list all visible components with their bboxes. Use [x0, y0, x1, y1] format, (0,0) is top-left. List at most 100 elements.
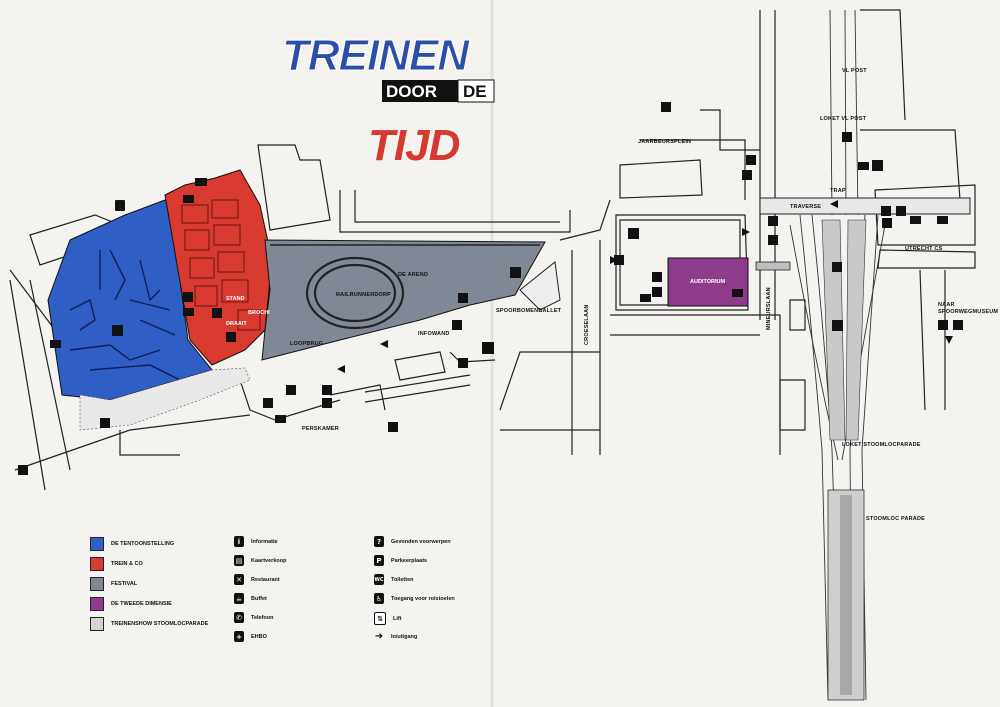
ticket-icon: ▤ [234, 555, 244, 566]
label-mineurslaan: MINEURSLAAN [766, 287, 772, 330]
zone-tentoonstelling-detail [69, 249, 181, 381]
first-aid-icon [322, 398, 332, 408]
zone-trein-co-detail [181, 199, 261, 331]
spoorbomenballet-area [519, 261, 561, 311]
wc-icon [195, 178, 207, 186]
label-brochi: BROCHI [248, 310, 270, 316]
entrance-arrow-icon [742, 228, 750, 236]
telephone-icon [458, 358, 468, 368]
map-icons [18, 102, 963, 475]
info-icon [896, 206, 906, 216]
legend-zone-label: DE TENTOONSTELLING [111, 541, 175, 547]
ticket-icon [768, 216, 778, 226]
wheelchair-icon [768, 235, 778, 245]
wc-icon [937, 216, 948, 224]
legend-zone-label: TREIN & CO [111, 561, 143, 567]
restaurant-icon [510, 267, 521, 278]
legend-item-label: Lift [393, 615, 402, 622]
label-spoorbomenballet: SPOORBOMENBALLET [496, 308, 562, 314]
buffet-icon [882, 218, 892, 228]
entrance-arrow-icon [337, 365, 345, 373]
zone-tweede-dimensie [667, 257, 749, 307]
ticket-icon [881, 206, 891, 216]
restaurant-icon [832, 320, 843, 331]
ticket-icon [452, 320, 462, 330]
telephone-icon [322, 385, 332, 395]
wheelchair-icon [183, 292, 193, 302]
parking-icon: P [374, 555, 384, 566]
restaurant-icon [628, 228, 639, 239]
swatch-treinenshow [90, 617, 104, 631]
legend-zone-tweede-dimensie: DE TWEEDE DIMENSIE [90, 597, 172, 611]
buffet-icon [286, 385, 296, 395]
telephone-icon [652, 272, 662, 282]
legend-zones: DE TENTOONSTELLING TREIN & CO FESTIVAL D… [90, 537, 230, 637]
legend-item-label: Telefoon [251, 614, 274, 621]
legend-item-label: Gevonden voorwerpen [391, 538, 451, 545]
legend-zone-label: FESTIVAL [111, 581, 138, 587]
label-vl-post: VL POST [842, 68, 867, 74]
lift-icon [482, 342, 494, 354]
title-block: TREINEN DOOR DE TIJD [282, 31, 495, 170]
railrunnerdorp-loop [305, 256, 405, 330]
legend-item: + EHBO [234, 631, 267, 642]
legend-item-label: Parkeerplaats [391, 557, 428, 564]
info-icon [938, 320, 948, 330]
entrance-arrow-icon [380, 340, 388, 348]
label-draait: DRAAIT [226, 321, 247, 327]
legend-item: ☕Buffet [234, 593, 267, 604]
label-infowand: INFOWAND [418, 331, 450, 337]
entrance-arrows [337, 200, 953, 373]
wc-icon [183, 195, 194, 203]
swatch-trein-co [90, 557, 104, 571]
legend-item-label: Toegang voor rolstoelen [391, 595, 455, 602]
parking-icon [661, 102, 671, 112]
legend-item: ♿ Toegang voor rolstoelen [374, 593, 455, 604]
lift-icon: ⇅ [374, 612, 386, 625]
swatch-festival [90, 577, 104, 591]
info-icon: i [234, 536, 244, 547]
wheelchair-icon [115, 200, 125, 211]
wheelchair-icon [746, 155, 756, 165]
legend-item: WC Toiletten [374, 574, 414, 585]
first-aid-icon: + [234, 631, 244, 642]
legend-icons-2: ?Gevonden voorwerpen P Parkeerplaats WC To… [374, 536, 524, 646]
restaurant-icon [112, 325, 123, 336]
title-door-box [382, 80, 458, 102]
wheelchair-icon: ♿ [374, 593, 384, 604]
station-platforms [821, 219, 867, 701]
restaurant-icon: ✕ [234, 574, 244, 585]
legend-zone-trein-co: TREIN & CO [90, 557, 143, 571]
legend-item-label: In/uitgang [391, 633, 418, 640]
parking-icon [388, 422, 398, 432]
parking-icon [18, 465, 28, 475]
title-door: DOOR [386, 82, 437, 101]
ticket-icon [100, 418, 110, 428]
entrance-arrow-icon: ➜ [374, 631, 384, 642]
info-icon [652, 287, 662, 297]
label-croeselaan: CROESELAAN [584, 304, 590, 345]
legend-item: ▤Kaartverkoop [234, 555, 286, 566]
label-loket-stoomlocparade: LOKET STOOMLOCPARADE [842, 442, 921, 448]
legend-zone-label: TREINENSHOW STOOMLOCPARADE [111, 621, 209, 627]
legend-item: ⇅ Lift [374, 612, 402, 625]
label-stoomloc-parade: STOOMLOC PARADE [866, 516, 925, 522]
wc-icon [732, 289, 743, 297]
first-aid-icon [872, 160, 883, 171]
wc-icon: WC [374, 574, 384, 585]
wc-icon [183, 308, 194, 316]
buffet-icon [226, 332, 236, 342]
legend-item-label: Toiletten [391, 576, 414, 583]
label-stand: STAND [226, 296, 245, 302]
label-naar: NAAR [938, 302, 955, 308]
legend-item: ?Gevonden voorwerpen [374, 536, 451, 547]
ticket-icon [953, 320, 963, 330]
legend-item-label: EHBO [251, 633, 267, 640]
legend-item-label: Informatie [251, 538, 278, 545]
info-icon [458, 293, 468, 303]
legend-item: i Informatie [234, 536, 278, 547]
legend-item: ✆Telefoon [234, 612, 274, 623]
wc-icon [640, 294, 651, 302]
wc-icon [858, 162, 869, 170]
